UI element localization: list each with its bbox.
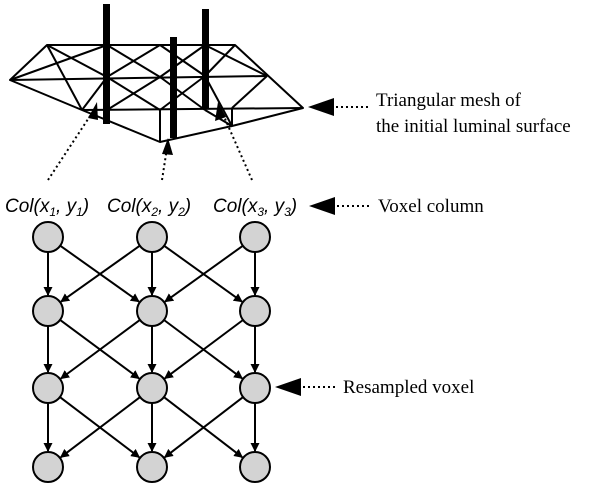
voxel-node-r3-c3 [239, 372, 271, 404]
voxel-node-r2-c3 [239, 295, 271, 327]
column-label-3-suffix: ) [289, 196, 297, 217]
mesh-edge [159, 44, 206, 78]
mesh-edge [46, 44, 108, 78]
column-label-3-x-sub: 3 [257, 205, 264, 219]
mesh-edge [106, 76, 161, 111]
column-bar-3 [202, 9, 209, 109]
column-label-3-y-sub: 3 [284, 205, 291, 219]
column-label-3-mid: , y [264, 196, 286, 217]
voxel-column-callout-arrowhead [309, 197, 335, 215]
dotted-arrow-col1 [47, 109, 95, 181]
voxel-node-r2-c1 [32, 295, 64, 327]
column-bar-1 [103, 4, 110, 124]
mesh-callout-arrowhead [308, 98, 334, 116]
voxel-edge-r1-c2-to-c1 [60, 244, 141, 303]
column-label-2: Col(x2, y2) [107, 196, 191, 219]
column-label-1-y-sub: 1 [76, 205, 83, 219]
mesh-edge [231, 75, 268, 109]
column-label-2-mid: , y [158, 196, 180, 217]
mesh-edge [9, 44, 108, 81]
triangular-mesh [9, 44, 304, 143]
voxel-node-r3-c2 [136, 372, 168, 404]
voxel-edge-r1-c3-to-c2 [164, 244, 244, 303]
arrowhead-col3 [215, 102, 226, 121]
voxel-edge-r2-c3-to-c2 [163, 319, 244, 380]
resampled-voxel-callout-arrowhead [275, 378, 301, 396]
mesh-label-line2: the initial luminal surface [376, 116, 571, 137]
column-label-3: Col(x3, y3) [213, 196, 297, 219]
column-label-2-suffix: ) [183, 196, 191, 217]
voxel-edge-r3-c3-to-c2 [163, 396, 244, 459]
voxel-node-r4-c2 [136, 451, 168, 483]
resampled-voxel-label: Resampled voxel [343, 377, 474, 398]
arrowhead-col2 [162, 138, 173, 155]
mesh-label-line1: Triangular mesh of [376, 90, 522, 111]
mesh-edge [9, 75, 268, 81]
column-label-1-x-sub: 1 [49, 205, 56, 219]
mesh-edge [204, 75, 233, 127]
mesh-outline [9, 44, 304, 143]
voxel-nodes [32, 221, 271, 483]
voxel-node-r1-c1 [32, 221, 64, 253]
column-to-mesh-arrows [47, 102, 253, 181]
column-label-1-prefix: Col(x [5, 196, 51, 217]
mesh-edge [81, 107, 304, 111]
mesh-edge [46, 44, 83, 111]
voxel-node-r1-c3 [239, 221, 271, 253]
voxel-node-r1-c2 [136, 221, 168, 253]
column-label-2-y-sub: 2 [177, 205, 185, 219]
column-label-1-suffix: ) [81, 196, 89, 217]
column-label-1: Col(x1, y1) [5, 196, 89, 219]
voxel-edges [43, 244, 260, 459]
column-label-1-mid: , y [56, 196, 78, 217]
voxel-column-callout: Voxel column [309, 196, 484, 217]
voxel-node-r3-c1 [32, 372, 64, 404]
voxel-node-r2-c2 [136, 295, 168, 327]
mesh-edge [81, 76, 108, 111]
arrowhead-col1 [88, 102, 98, 120]
mesh-callout: Triangular mesh of the initial luminal s… [308, 90, 571, 137]
mesh-edge [204, 44, 268, 77]
resampled-voxel-callout: Resampled voxel [275, 377, 474, 398]
column-labels: Col(x1, y1) Col(x2, y2) Col(x3, y3) [5, 196, 297, 219]
mesh-edge [204, 44, 236, 77]
voxel-node-r4-c3 [239, 451, 271, 483]
voxel-node-r4-c1 [32, 451, 64, 483]
mesh-edge [106, 44, 161, 78]
voxel-edge-r3-c2-to-c1 [59, 396, 141, 459]
column-bar-2 [170, 37, 177, 138]
column-label-2-x-sub: 2 [150, 205, 158, 219]
column-label-2-prefix: Col(x [107, 196, 153, 217]
mesh-edge [159, 75, 206, 111]
voxel-column-label: Voxel column [378, 196, 484, 217]
dotted-arrow-col3 [221, 111, 253, 181]
column-label-3-prefix: Col(x [213, 196, 259, 217]
voxel-edge-r2-c2-to-c1 [60, 319, 141, 380]
column-bars [103, 4, 209, 138]
